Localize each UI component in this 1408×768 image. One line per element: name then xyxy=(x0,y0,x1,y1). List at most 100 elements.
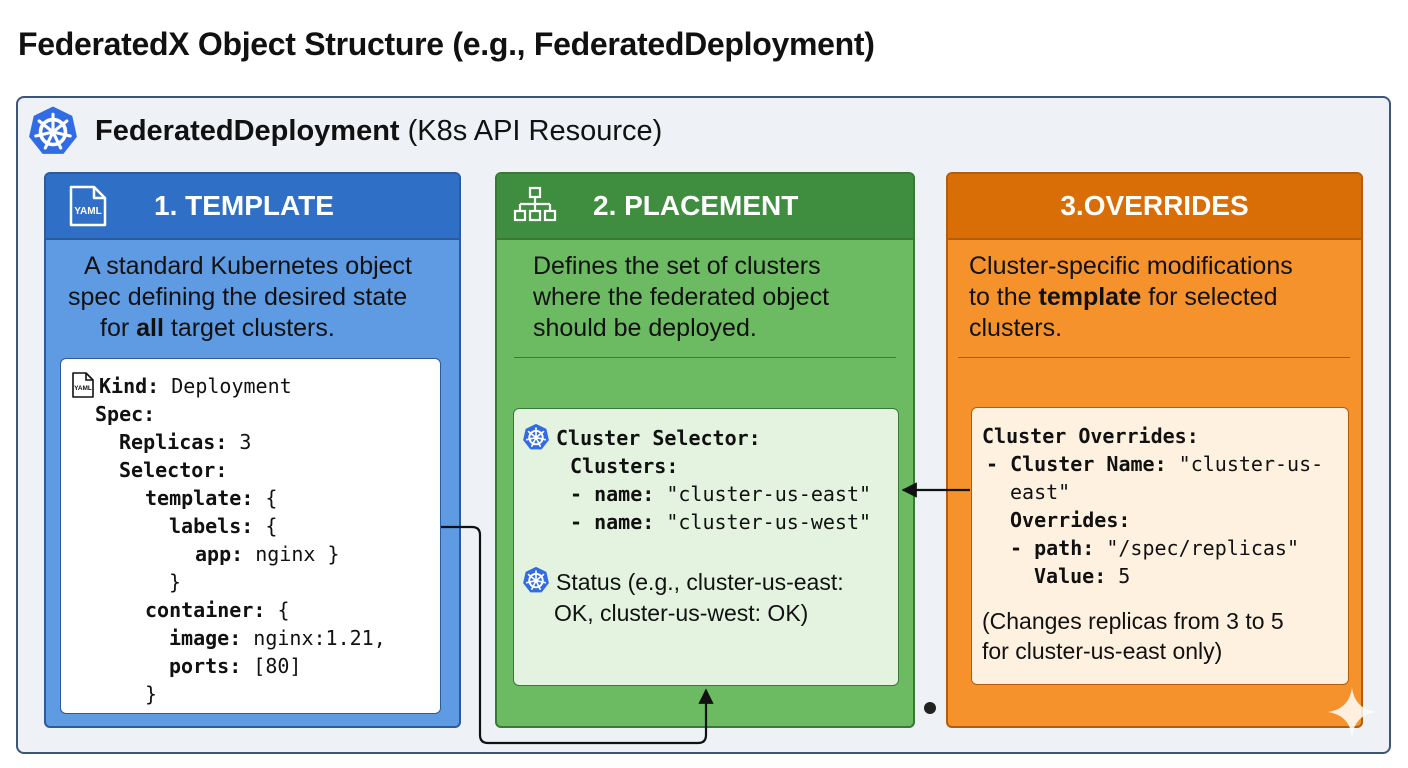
desc-bold: all xyxy=(136,314,164,342)
hierarchy-icon xyxy=(513,186,557,222)
desc-post: for selected xyxy=(1141,283,1278,311)
name-west-value: "cluster-us-west" xyxy=(654,510,872,534)
code-line-close2: } xyxy=(145,682,158,706)
yaml-file-icon: YAML xyxy=(72,372,94,398)
code-line-template: template: { xyxy=(71,484,440,512)
placement-title: 2. PLACEMENT xyxy=(593,190,799,221)
status-rest: (e.g., cluster-us-east: xyxy=(621,569,844,595)
name-east-value: "cluster-us-east" xyxy=(654,482,872,506)
template-desc-line3: for all target clusters. xyxy=(68,313,448,344)
desc-post: target clusters. xyxy=(163,314,335,342)
code-line-name-west: - name: "cluster-us-west" xyxy=(522,508,898,536)
app-value: nginx } xyxy=(243,542,340,566)
outer-title-rest: (K8s API Resource) xyxy=(399,114,663,147)
image-key: image: xyxy=(169,626,242,650)
path-key: - path: xyxy=(1010,536,1095,560)
outer-title: FederatedDeployment (K8s API Resource) xyxy=(95,115,662,148)
container-key: container: xyxy=(145,598,266,622)
name-key: - name: xyxy=(570,482,655,506)
code-line-close1: } xyxy=(169,570,182,594)
code-line-cluster-name: - Cluster Name: "cluster-us- xyxy=(982,450,1348,478)
container-value: { xyxy=(265,598,290,622)
code-line-image: image: nginx:1.21, xyxy=(71,624,440,652)
overrides-desc-line1: Cluster-specific modifications xyxy=(969,252,1293,280)
code-line-name-east: - name: "cluster-us-east" xyxy=(522,480,898,508)
cluster-selector-key: Cluster Selector: xyxy=(556,426,761,450)
labels-key: labels: xyxy=(169,514,254,538)
kubernetes-icon xyxy=(27,105,79,157)
code-line-app: app: nginx } xyxy=(71,540,440,568)
placement-divider xyxy=(514,357,896,358)
placement-desc-line2: where the federated object xyxy=(533,283,830,311)
code-line-cluster-selector: Cluster Selector: xyxy=(522,423,898,452)
code-line-ports: ports: [80] xyxy=(71,652,440,680)
overrides-description: Cluster-specific modifications to the te… xyxy=(969,251,1349,344)
overrides-desc-line2: to the template for selected xyxy=(969,282,1349,313)
code-line-overrides: Overrides: xyxy=(982,506,1348,534)
kind-key: Kind: xyxy=(99,374,160,398)
code-line-selector: Selector: xyxy=(71,456,440,484)
template-value: { xyxy=(253,486,278,510)
clusters-key: Clusters: xyxy=(570,454,679,478)
template-code-box: YAML Kind: Deployment Spec: Replicas: 3 S… xyxy=(60,358,441,714)
placement-desc-line1: Defines the set of clusters xyxy=(533,252,821,280)
overrides-key: Overrides: xyxy=(1010,508,1131,532)
template-panel-header: YAML 1. TEMPLATE xyxy=(46,174,459,240)
status-line: Status (e.g., cluster-us-east: xyxy=(522,566,898,598)
placement-panel-header: 2. PLACEMENT xyxy=(497,174,913,240)
overrides-panel-header: 3.OVERRIDES xyxy=(948,174,1361,240)
code-line-clusters: Clusters: xyxy=(522,452,898,480)
overrides-title: 3.OVERRIDES xyxy=(1060,190,1249,221)
app-key: app: xyxy=(195,542,244,566)
kind-value: Deployment xyxy=(159,374,292,398)
code-line-kind: YAML Kind: Deployment xyxy=(71,371,440,400)
placement-desc-line3: should be deployed. xyxy=(533,314,757,342)
value-key: Value: xyxy=(1034,564,1107,588)
code-line-cluster-name-cont: east" xyxy=(1010,480,1071,504)
code-line-spec: Spec: xyxy=(71,400,440,428)
page-title: FederatedX Object Structure (e.g., Feder… xyxy=(18,26,875,62)
overrides-code-box: Cluster Overrides: - Cluster Name: "clus… xyxy=(971,407,1349,685)
yaml-icon-label: YAML xyxy=(74,206,101,217)
code-line-container: container: { xyxy=(71,596,440,624)
labels-value: { xyxy=(253,514,278,538)
template-description: A standard Kubernetes object spec defini… xyxy=(68,251,448,344)
ports-value: [80] xyxy=(241,654,302,678)
replicas-key: Replicas: xyxy=(119,430,228,454)
cluster-name-key: - Cluster Name: xyxy=(986,452,1167,476)
status-label: Status xyxy=(556,569,622,595)
code-line-replicas: Replicas: 3 xyxy=(71,428,440,456)
yaml-small-label: YAML xyxy=(74,385,92,392)
placement-code-box: Cluster Selector: Clusters: - name: "clu… xyxy=(513,408,899,686)
outer-title-bold: FederatedDeployment xyxy=(95,114,400,147)
yaml-file-icon: YAML xyxy=(69,185,107,227)
code-line-labels: labels: { xyxy=(71,512,440,540)
override-note-line1: (Changes replicas from 3 to 5 xyxy=(982,608,1284,634)
value-value: 5 xyxy=(1106,564,1131,588)
kubernetes-icon xyxy=(522,423,550,451)
template-title: 1. TEMPLATE xyxy=(154,190,334,221)
template-key: template: xyxy=(145,486,254,510)
desc-pre: for xyxy=(100,314,137,342)
status-line2: OK, cluster-us-west: OK) xyxy=(554,600,809,626)
overrides-divider xyxy=(958,357,1350,358)
outer-header: FederatedDeployment (K8s API Resource) xyxy=(27,105,662,157)
desc-bold: template xyxy=(1038,283,1142,311)
spec-key: Spec: xyxy=(95,402,156,426)
template-desc-line2: spec defining the desired state xyxy=(68,283,408,311)
replicas-value: 3 xyxy=(227,430,252,454)
selector-key: Selector: xyxy=(119,458,228,482)
placement-description: Defines the set of clusters where the fe… xyxy=(533,251,903,344)
code-line-cluster-overrides: Cluster Overrides: xyxy=(982,422,1348,450)
kubernetes-icon xyxy=(522,566,550,594)
template-desc-line1: A standard Kubernetes object xyxy=(84,252,413,280)
overrides-desc-line3: clusters. xyxy=(969,314,1063,342)
desc-pre: to the xyxy=(969,283,1039,311)
path-value: "/spec/replicas" xyxy=(1094,536,1299,560)
image-value: nginx:1.21, xyxy=(241,626,386,650)
override-note-line2: for cluster-us-east only) xyxy=(982,638,1223,664)
cluster-name-value1: "cluster-us- xyxy=(1166,452,1324,476)
code-line-value: Value: 5 xyxy=(982,562,1348,590)
name-key: - name: xyxy=(570,510,655,534)
cluster-overrides-key: Cluster Overrides: xyxy=(982,424,1199,448)
